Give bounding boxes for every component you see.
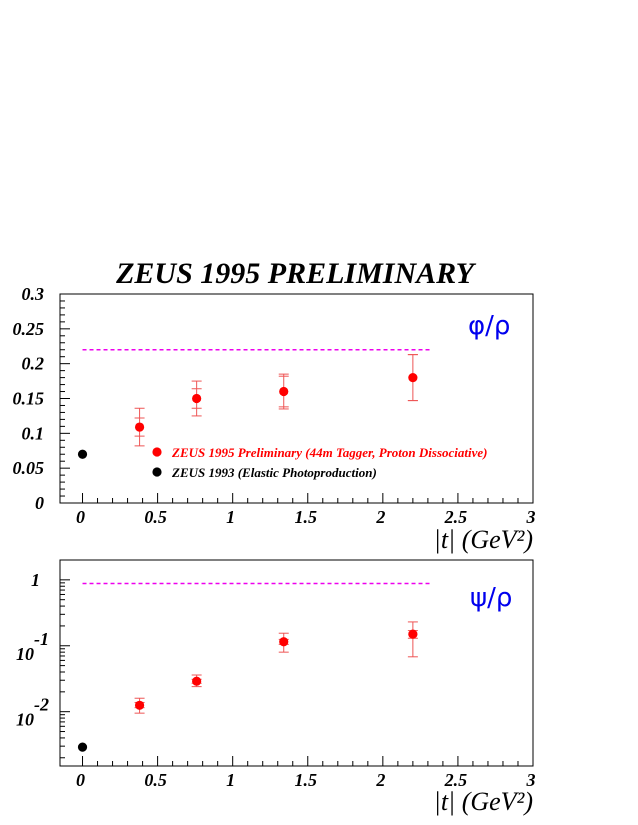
data-point-prelim: [192, 393, 202, 404]
y-tick-label: 0: [35, 493, 44, 513]
x-tick-label: 2: [375, 770, 385, 790]
legend-marker-prelim: [152, 447, 162, 457]
x-tick-label: 1: [226, 507, 235, 527]
y-tick-exponent: -1: [34, 629, 49, 649]
x-tick-label: 3: [526, 770, 536, 790]
legend: ZEUS 1995 Preliminary (44m Tagger, Proto…: [152, 445, 488, 480]
y-tick-label: 0.2: [22, 354, 45, 374]
y-tick-label: 1: [31, 570, 40, 590]
y-tick-label: 0.25: [13, 319, 45, 339]
data-point-zeus93: [77, 742, 88, 752]
data-point-prelim: [408, 373, 418, 383]
legend-label-zeus93: ZEUS 1993 (Elastic Photoproduction): [171, 465, 377, 480]
data-point-prelim: [408, 629, 418, 639]
x-tick-label: 3: [526, 507, 536, 527]
y-tick-label: 10: [16, 644, 34, 664]
phi-rho-panel: φ/ρ ZEUS 1995 Preliminary (44m Tagger, P…: [13, 284, 536, 554]
y-tick-label: 0.05: [13, 458, 45, 478]
x-tick-label: 0.5: [144, 770, 167, 790]
x-axis-label: |t| (GeV²): [434, 525, 533, 554]
y-tick-label: 0.3: [22, 284, 45, 304]
x-tick-label: 2.5: [444, 770, 468, 790]
x-tick-label: 0.5: [144, 507, 167, 527]
x-tick-label: 1: [226, 770, 235, 790]
x-axis-label: |t| (GeV²): [434, 787, 533, 816]
legend-label-prelim: ZEUS 1995 Preliminary (44m Tagger, Proto…: [171, 445, 488, 460]
x-tick-label: 2.5: [444, 507, 468, 527]
x-tick-label: 1.5: [295, 770, 318, 790]
plot-frame: [59, 559, 534, 767]
x-tick-label: 1.5: [295, 507, 318, 527]
ratio-label: ψ/ρ: [470, 583, 512, 613]
x-tick-label: 2: [375, 507, 385, 527]
data-point-zeus93: [77, 449, 88, 459]
data-point-prelim: [134, 422, 145, 432]
y-tick-label: 0.1: [22, 423, 45, 443]
ratio-label: φ/ρ: [468, 311, 510, 341]
data-point-prelim: [279, 637, 289, 647]
data-point-prelim: [134, 700, 145, 710]
data-point-prelim: [192, 676, 202, 686]
figure-title: ZEUS 1995 PRELIMINARY: [115, 257, 477, 290]
x-tick-label: 0: [76, 770, 85, 790]
x-tick-label: 0: [76, 507, 85, 527]
y-tick-label: 0.15: [13, 389, 45, 409]
y-tick-label: 10: [16, 710, 34, 730]
data-point-prelim: [279, 386, 289, 397]
y-tick-exponent: -2: [34, 695, 49, 715]
legend-marker-zeus93: [152, 467, 162, 477]
